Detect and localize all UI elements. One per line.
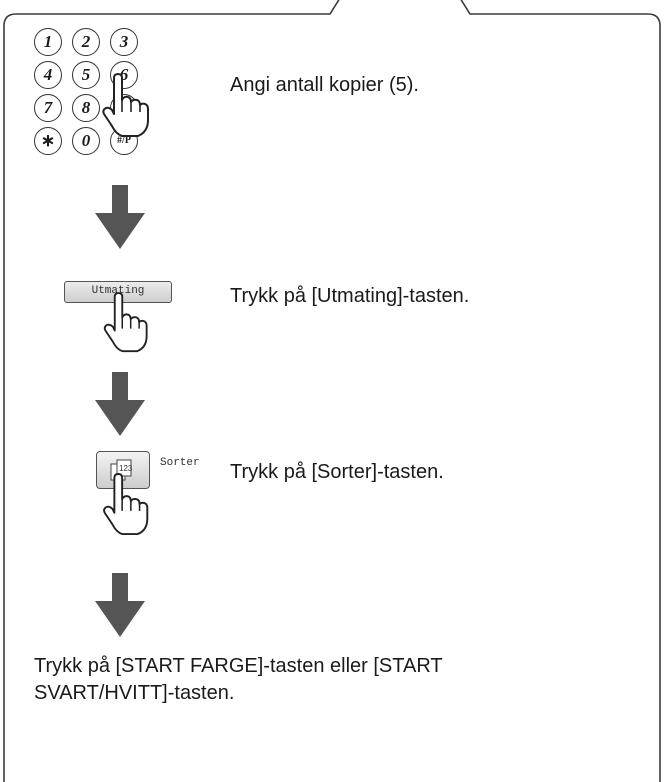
- down-arrow-icon: [95, 185, 145, 249]
- key-3[interactable]: 3: [110, 28, 138, 56]
- step-1-text: Angi antall kopier (5).: [230, 74, 419, 96]
- sorter-label: Sorter: [160, 457, 200, 469]
- down-arrow-icon: [95, 573, 145, 637]
- key-1[interactable]: 1: [34, 28, 62, 56]
- step-4-line-1: Trykk på [START FARGE]-tasten eller [STA…: [34, 655, 443, 677]
- key-5[interactable]: 5: [72, 61, 100, 89]
- key-8[interactable]: 8: [72, 94, 100, 122]
- step-4-text: Trykk på [START FARGE]-tasten eller [STA…: [34, 653, 443, 707]
- key-star[interactable]: ∗: [34, 127, 62, 155]
- key-0[interactable]: 0: [72, 127, 100, 155]
- pointing-hand-icon: [102, 73, 149, 137]
- pointing-hand-icon: [103, 292, 148, 353]
- key-2[interactable]: 2: [72, 28, 100, 56]
- key-4[interactable]: 4: [34, 61, 62, 89]
- key-7[interactable]: 7: [34, 94, 62, 122]
- down-arrow-icon: [95, 372, 145, 436]
- step-3-text: Trykk på [Sorter]-tasten.: [230, 461, 444, 483]
- step-4-line-2: SVART/HVITT]-tasten.: [34, 682, 235, 704]
- pointing-hand-icon: [103, 473, 149, 536]
- sort-icon-text: 123: [119, 464, 133, 473]
- sorter-button[interactable]: 123: [96, 451, 150, 489]
- step-2-text: Trykk på [Utmating]-tasten.: [230, 285, 470, 307]
- numeric-keypad: 1 2 3 4 5 6 7 8 9 ∗ 0 #/P: [34, 28, 174, 155]
